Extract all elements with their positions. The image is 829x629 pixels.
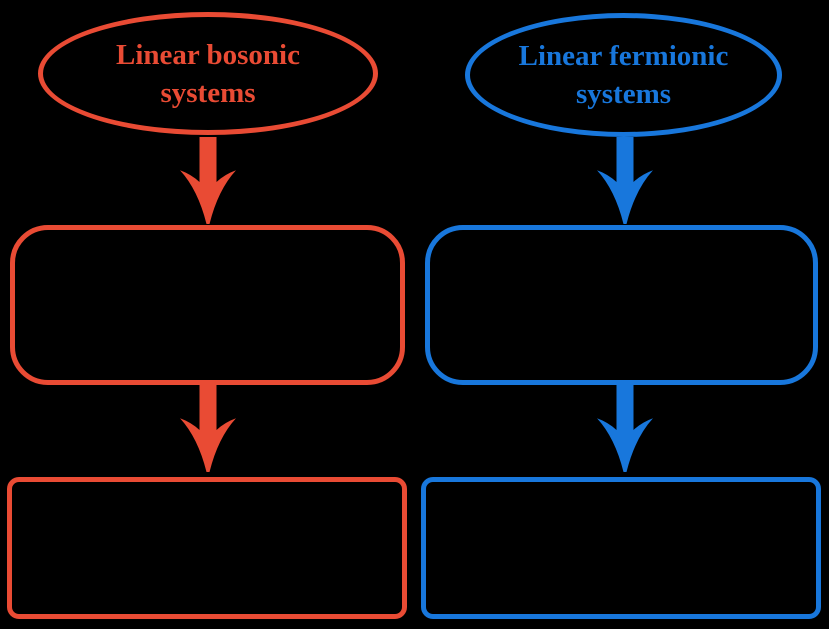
- bosonic-middle-box: [10, 225, 405, 385]
- down-arrow-icon: [180, 137, 236, 225]
- down-arrow-icon: [597, 137, 653, 225]
- fermionic-ellipse-label-line2: systems: [575, 78, 672, 110]
- fermionic-ellipse-node: Linear fermionic systems: [465, 13, 782, 137]
- bosonic-ellipse-label-line2: systems: [160, 76, 256, 109]
- fermionic-middle-box: [425, 225, 818, 385]
- down-arrow-icon: [180, 385, 236, 473]
- bosonic-ellipse-label-line1: Linear bosonic: [116, 38, 300, 71]
- fermionic-bottom-box: [421, 477, 821, 619]
- bosonic-bottom-box: [7, 477, 407, 619]
- fermionic-ellipse-label-line1: Linear fermionic: [518, 40, 729, 72]
- bosonic-ellipse-node: Linear bosonic systems: [38, 12, 378, 135]
- down-arrow-icon: [597, 385, 653, 473]
